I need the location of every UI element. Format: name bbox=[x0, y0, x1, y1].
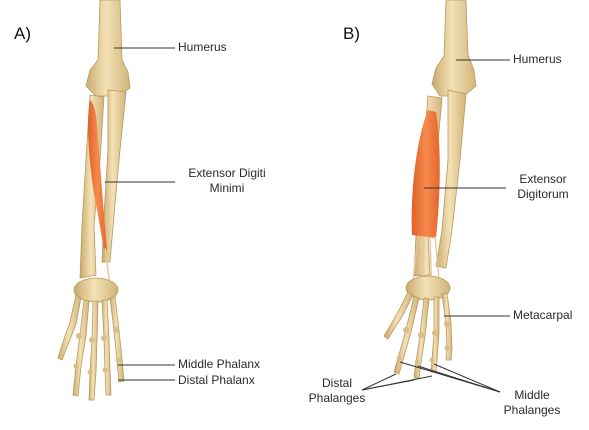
label-extensor-digiti-minimi-line2: Minimi bbox=[177, 181, 277, 196]
label-distal-phalanges-line2: Phalanges bbox=[302, 391, 372, 406]
label-metacarpal: Metacarpal bbox=[513, 308, 572, 323]
panel-letter-a: A) bbox=[14, 24, 31, 44]
label-extensor-digitorum-line2: Digitorum bbox=[506, 187, 580, 202]
humerus-bone-b bbox=[432, 0, 476, 96]
forearm-b bbox=[362, 0, 510, 392]
label-distal-phalanx: Distal Phalanx bbox=[178, 373, 255, 388]
label-humerus-b: Humerus bbox=[513, 52, 562, 67]
label-distal-phalanges: Distal Phalanges bbox=[302, 376, 372, 406]
label-extensor-digitorum: Extensor Digitorum bbox=[506, 172, 580, 202]
label-extensor-digiti-minimi: Extensor Digiti Minimi bbox=[177, 166, 277, 196]
extensor-digitorum-muscle bbox=[412, 110, 440, 238]
forearm-a bbox=[58, 0, 175, 400]
panel-letter-b: B) bbox=[343, 24, 360, 44]
label-middle-phalanx: Middle Phalanx bbox=[178, 357, 260, 372]
hand-bones-a bbox=[58, 295, 124, 400]
label-middle-phalanges-line1: Middle bbox=[494, 388, 570, 403]
label-extensor-digitorum-line1: Extensor bbox=[506, 172, 580, 187]
label-distal-phalanges-line1: Distal bbox=[302, 376, 372, 391]
label-middle-phalanges-line2: Phalanges bbox=[494, 403, 570, 418]
label-extensor-digiti-minimi-line1: Extensor Digiti bbox=[177, 166, 277, 181]
label-humerus-a: Humerus bbox=[178, 40, 227, 55]
label-middle-phalanges: Middle Phalanges bbox=[494, 388, 570, 418]
